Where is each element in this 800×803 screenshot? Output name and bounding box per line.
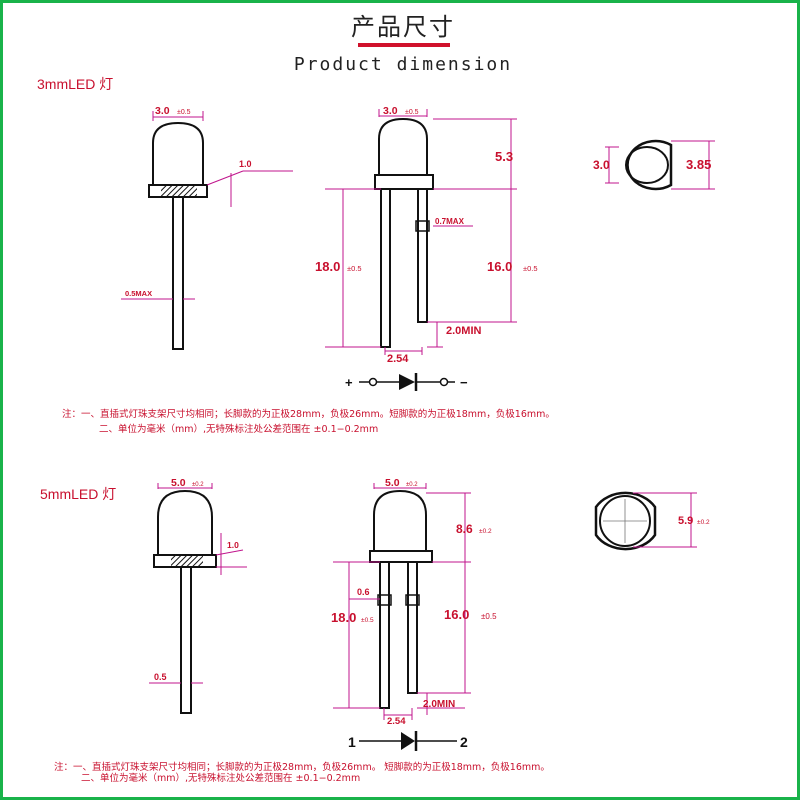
- led3-side-width-tol: ±0.5: [177, 109, 191, 116]
- led5-note-2: 二、单位为毫米（mm）,无特殊标注处公差范围在 ±0.1−0.2mm: [81, 773, 361, 784]
- led3-side-view: 3.0 ±0.5 1.0 0.5MAX: [121, 105, 293, 350]
- led3-front-width: 3.0: [383, 105, 398, 117]
- led5-front-lead-width: 0.6: [357, 587, 370, 597]
- led5-top-inner: [599, 495, 651, 547]
- led3-front-flange: [374, 174, 434, 190]
- led5-top-diameter-tol: ±0.2: [697, 519, 710, 526]
- led3-note-1: 注：一、直插式灯珠支架尺寸均相同；长脚款的为正极28mm，负极26mm。短脚款的…: [62, 409, 555, 420]
- led3-front-dome: [378, 117, 428, 175]
- led3-top-outer-label: 3.85: [686, 157, 711, 172]
- led3-top-outer: [626, 139, 673, 191]
- led5-side-lead: [180, 566, 192, 714]
- led5-front-flange: [369, 550, 433, 563]
- led3-front-gap: 2.0MIN: [446, 325, 482, 337]
- led5-symbol-left: 1: [348, 734, 356, 750]
- led5-symbol-right: 2: [460, 734, 468, 750]
- led5-front-short-lead: [407, 561, 418, 694]
- led5-top-diameter: 5.9: [678, 515, 693, 527]
- led3-front-lead-width: 0.7MAX: [435, 217, 465, 226]
- section-title-3mm: 3mmLED 灯: [37, 76, 114, 92]
- led5-front-short-lead-label: 16.0: [444, 607, 469, 622]
- led5-diode-symbol: 1 2: [348, 731, 468, 751]
- led5-front-dome: [373, 489, 427, 551]
- page-title-en: Product dimension: [293, 54, 513, 75]
- led3-top-inner-label: 3.0: [593, 158, 610, 172]
- led3-side-lead-label: 0.5MAX: [125, 289, 152, 298]
- led5-side-width-tol: ±0.2: [192, 482, 204, 488]
- led3-symbol-plus: +: [345, 375, 353, 390]
- led3-front-long-lead-label: 18.0: [315, 259, 340, 274]
- led5-top-outer: [594, 491, 657, 551]
- led5-front-gap: 2.0MIN: [423, 699, 455, 710]
- led3-symbol-minus: −: [460, 375, 468, 390]
- led3-front-short-lead-tol: ±0.5: [523, 264, 538, 273]
- led5-side-width: 5.0: [171, 477, 186, 489]
- led5-front-short-lead-tol: ±0.5: [481, 612, 497, 621]
- led5-side-flange-label: 1.0: [227, 540, 239, 550]
- led5-front-long-lead: [379, 561, 390, 709]
- led3-front-short-lead-label: 16.0: [487, 259, 512, 274]
- led5-front-long-lead-tol: ±0.5: [361, 617, 374, 624]
- dimension-drawings: 3.0 ±0.5 1.0 0.5MAX 3.0 ±0.5: [121, 105, 715, 751]
- led3-front-short-lead: [417, 188, 428, 323]
- led5-front-height-tol: ±0.2: [479, 528, 492, 535]
- led3-side-dome: [152, 121, 204, 185]
- led3-front-width-tol: ±0.5: [405, 109, 419, 116]
- led3-top-inner: [625, 146, 669, 184]
- led5-front-view: 5.0 ±0.2 8.6 ±0.2 0.6 18.0 ±0.5 16.0 ±0.…: [331, 477, 497, 727]
- led5-front-width: 5.0: [385, 477, 400, 489]
- led3-front-height: 5.3: [495, 149, 513, 164]
- led5-front-width-tol: ±0.2: [406, 482, 418, 488]
- led3-diode-symbol: + −: [345, 373, 468, 391]
- led3-front-view: 3.0 ±0.5 5.3 18.0 ±0.5 16.0 ±0.5 0.7MAX: [315, 105, 538, 365]
- led5-side-view: 5.0 ±0.2 1.0 0.5: [149, 477, 247, 714]
- led3-front-pitch: 2.54: [387, 353, 409, 365]
- led5-top-view: 5.9 ±0.2: [594, 491, 710, 551]
- led5-side-lead-label: 0.5: [154, 672, 167, 682]
- led3-front-long-lead: [380, 188, 391, 348]
- led5-side-flange-hatch: [171, 556, 203, 566]
- section-title-5mm: 5mmLED 灯: [40, 486, 117, 502]
- led3-side-width: 3.0: [155, 105, 170, 117]
- page-title-cn: 产品尺寸: [351, 13, 455, 41]
- led3-side-lead: [172, 196, 184, 350]
- led3-side-flange-label: 1.0: [239, 159, 252, 169]
- title-underline: [358, 43, 450, 47]
- led5-front-pitch: 2.54: [387, 716, 406, 727]
- led5-side-dome: [157, 489, 213, 555]
- led3-top-view: 3.0 3.85: [593, 139, 715, 191]
- led5-note-1: 注：一、直插式灯珠支架尺寸均相同；长脚款的为正极28mm，负极26mm。 短脚款…: [54, 762, 550, 773]
- led3-side-flange-hatch: [161, 186, 197, 196]
- led3-note-2: 二、单位为毫米（mm）,无特殊标注处公差范围在 ±0.1−0.2mm: [99, 424, 379, 435]
- led3-front-long-lead-tol: ±0.5: [347, 264, 362, 273]
- led5-front-height: 8.6: [456, 522, 473, 536]
- led5-front-long-lead-label: 18.0: [331, 610, 356, 625]
